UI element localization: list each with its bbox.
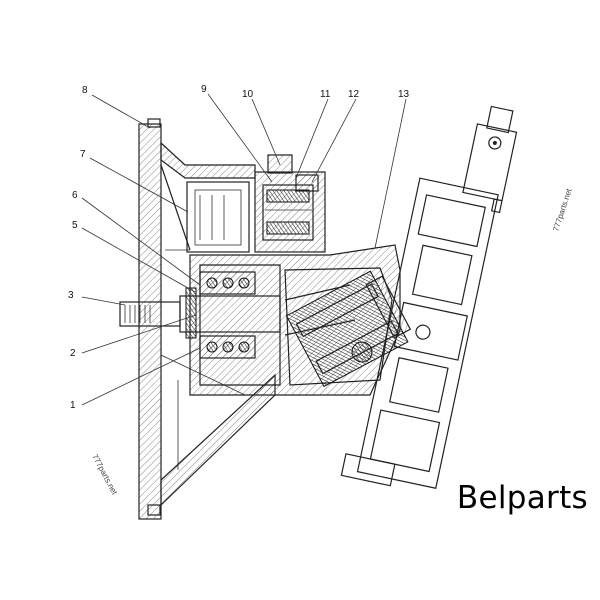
callout-2: 2: [70, 348, 76, 359]
callout-3: 3: [68, 290, 74, 301]
callout-7: 7: [80, 149, 86, 160]
control-valve-assembly: [340, 105, 518, 489]
callout-labels: 8 7 6 5 3 2 1 9 10 11 12 13: [68, 84, 410, 411]
watermark-left: 777parts.net: [90, 453, 119, 497]
callout-6: 6: [72, 190, 78, 201]
callout-11: 11: [320, 89, 331, 100]
watermark-right: 777parts.net: [551, 187, 574, 233]
callout-1: 1: [70, 400, 76, 411]
input-shaft: [119, 295, 281, 333]
leader-lines: [81, 93, 407, 406]
brand-label: Belparts: [456, 480, 588, 516]
callout-9: 9: [201, 84, 207, 95]
shaft-bearings: [185, 271, 256, 359]
callout-5: 5: [72, 220, 78, 231]
callout-13: 13: [398, 89, 410, 100]
callout-12: 12: [348, 89, 360, 100]
charge-pump: [186, 154, 326, 253]
pistons: [284, 284, 373, 363]
callout-8: 8: [82, 85, 88, 96]
callout-10: 10: [242, 89, 254, 100]
